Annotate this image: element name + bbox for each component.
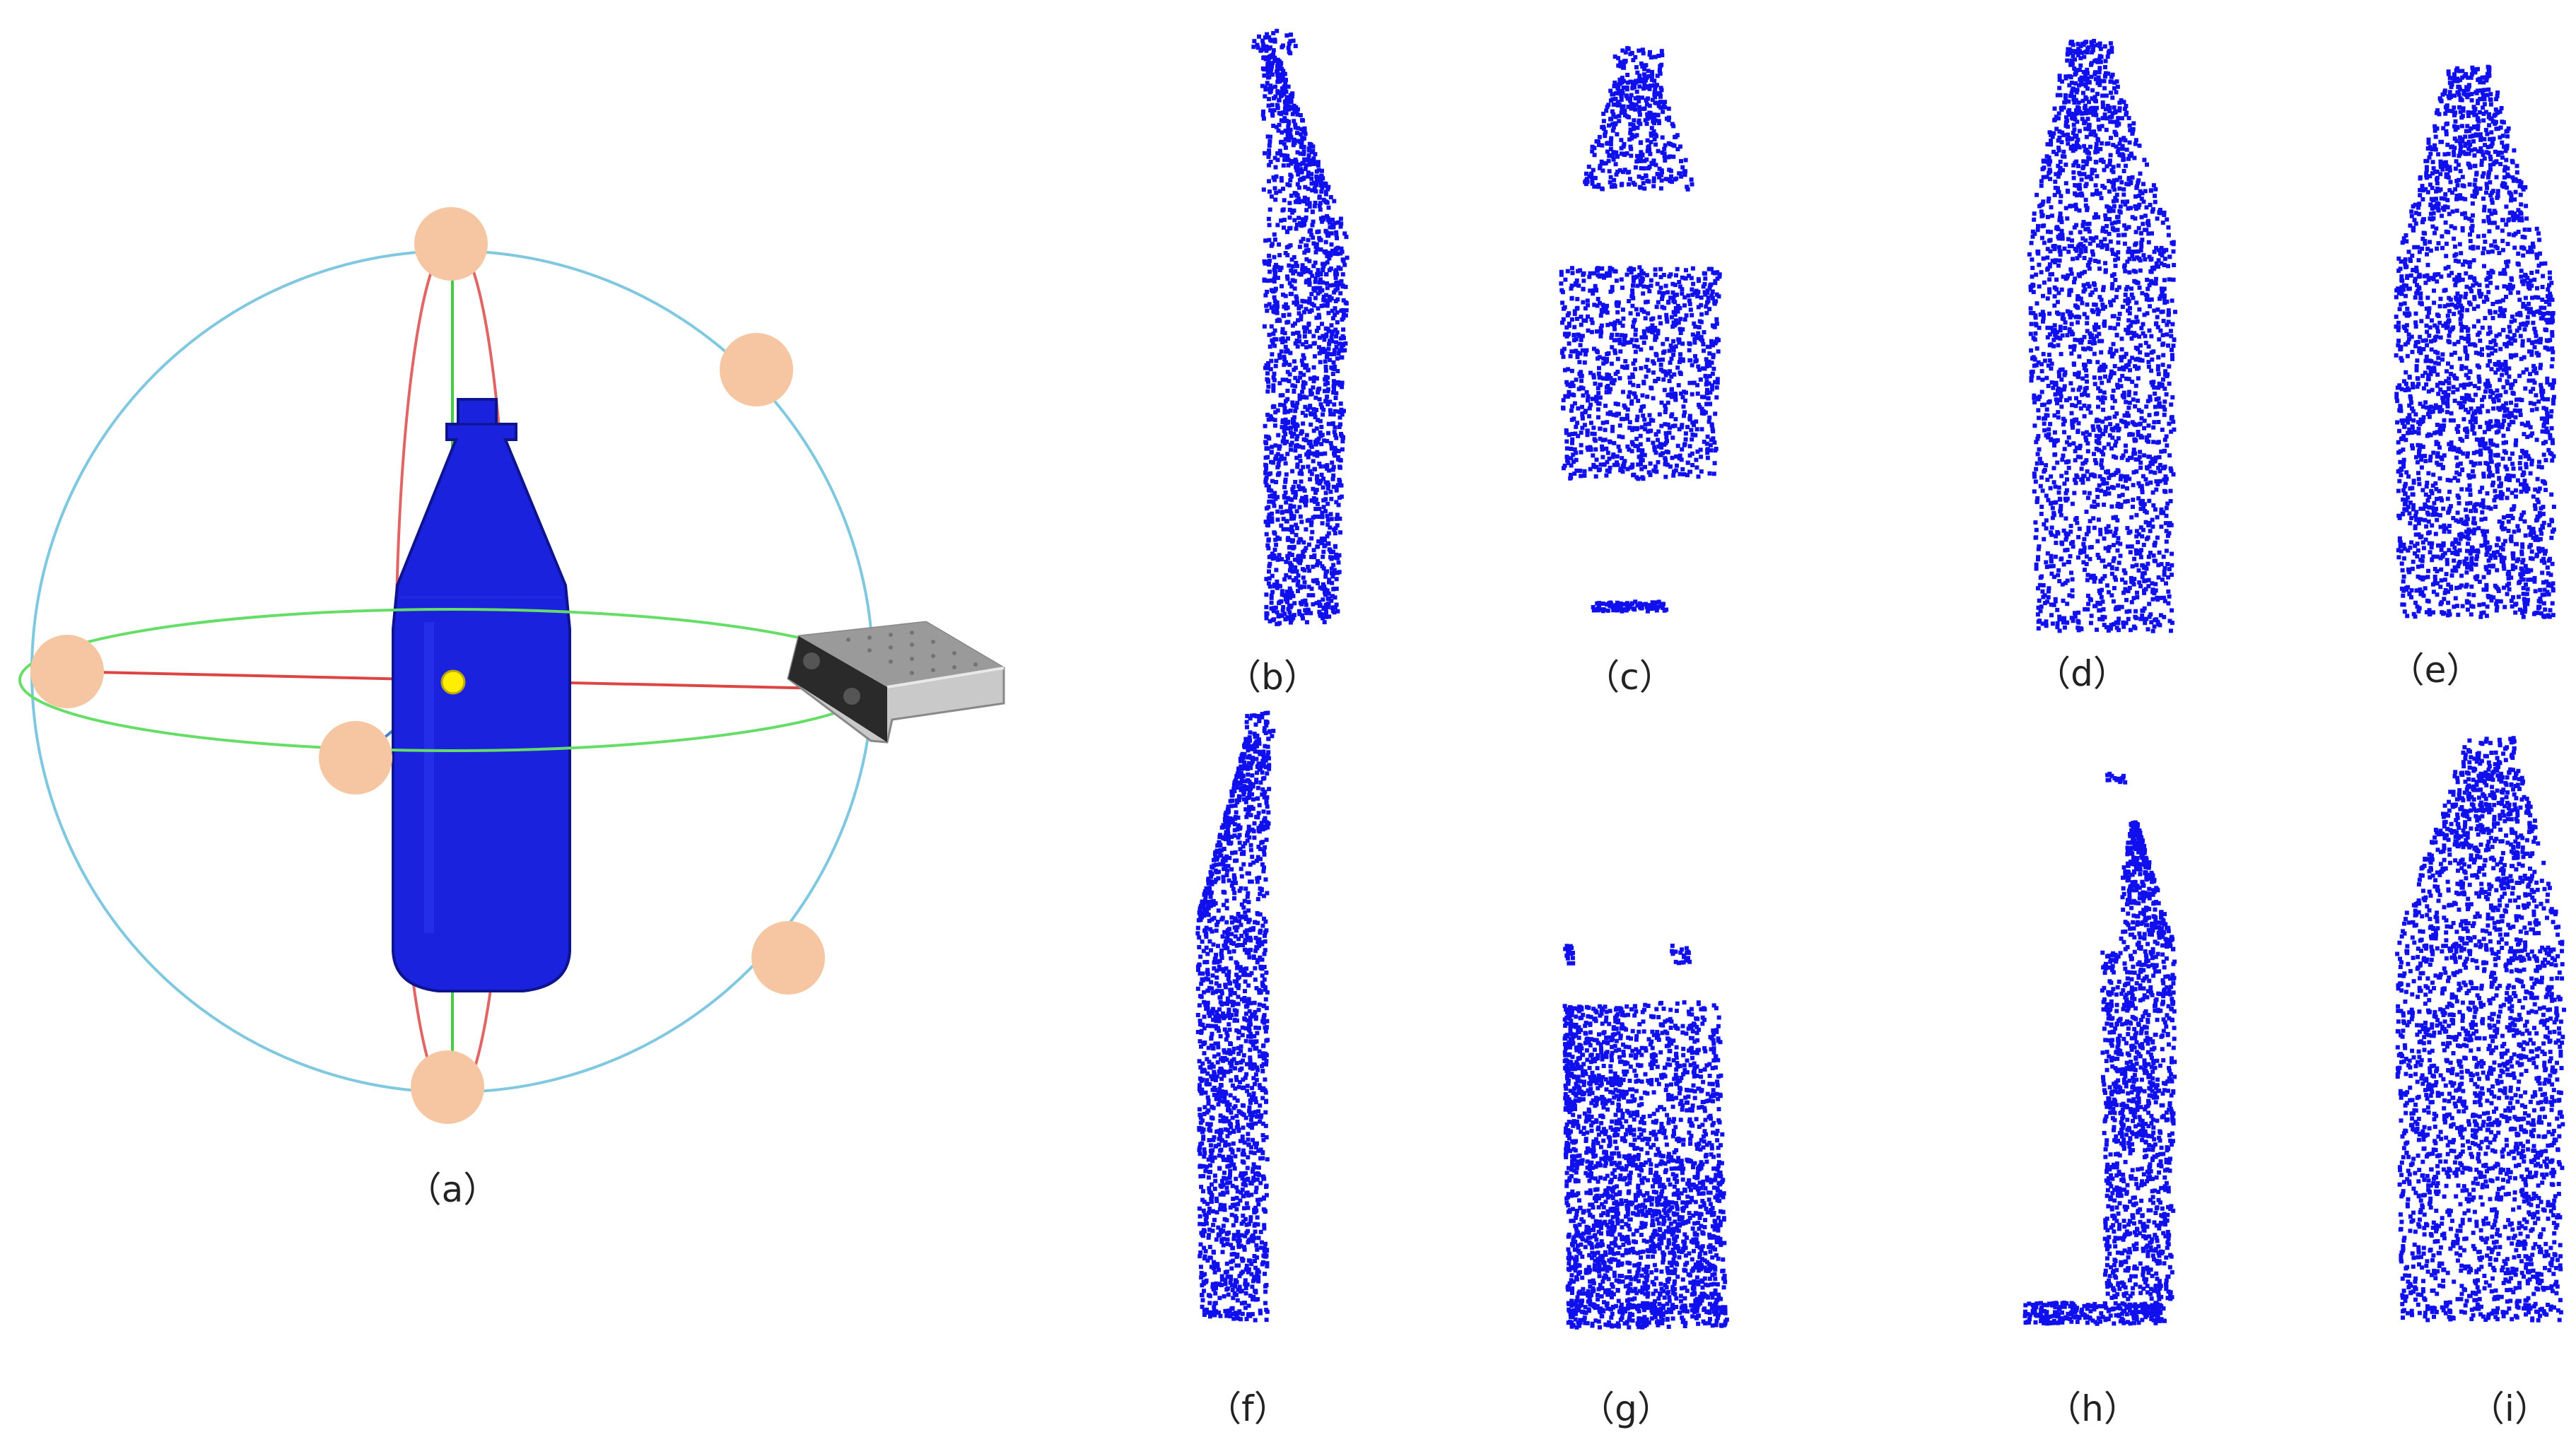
panel-g-point-cloud <box>1562 944 1729 1330</box>
viewpoint-marker-icon <box>720 333 793 406</box>
panel-c-caption: （c） <box>1584 657 1675 698</box>
panel-b-point-cloud <box>1251 28 1350 626</box>
panel-d-point-cloud <box>2027 39 2177 633</box>
point-cloud-points <box>1195 710 1276 1323</box>
viewpoint-marker-icon <box>319 721 392 795</box>
panel-i-caption: （i） <box>2469 1388 2550 1429</box>
point-cloud-points <box>2394 64 2556 619</box>
bottle-model <box>392 398 571 992</box>
panel-c-point-cloud <box>1559 46 1722 614</box>
sphere-center-point <box>440 669 466 695</box>
panel-e-point-cloud <box>2394 64 2556 619</box>
point-cloud-points <box>1559 46 1722 614</box>
depth-camera-icon <box>787 621 1005 744</box>
panel-a-viewpoint-sphere <box>18 207 1005 1124</box>
panel-f-point-cloud <box>1195 710 1276 1323</box>
panel-d-caption: （d） <box>2035 653 2129 694</box>
panel-g-caption: （g） <box>1579 1388 1673 1429</box>
panel-f-caption: （f） <box>1206 1388 1289 1429</box>
viewpoint-marker-icon <box>30 635 104 708</box>
panel-h-caption: （h） <box>2046 1388 2139 1429</box>
viewpoint-marker-icon <box>414 207 488 281</box>
panel-a-caption: （a） <box>406 1169 499 1210</box>
panel-h-point-cloud <box>2022 771 2177 1326</box>
point-cloud-points <box>2022 771 2177 1326</box>
panel-i-point-cloud <box>2395 736 2566 1323</box>
point-cloud-points <box>2395 736 2566 1323</box>
point-cloud-points <box>2027 39 2177 633</box>
panel-e-caption: （e） <box>2389 650 2482 691</box>
viewpoint-marker-icon <box>411 1050 484 1124</box>
point-cloud-points <box>1562 944 1729 1330</box>
panel-b-caption: （b） <box>1226 657 1319 698</box>
point-cloud-points <box>1251 28 1350 626</box>
viewpoint-marker-icon <box>751 921 825 995</box>
